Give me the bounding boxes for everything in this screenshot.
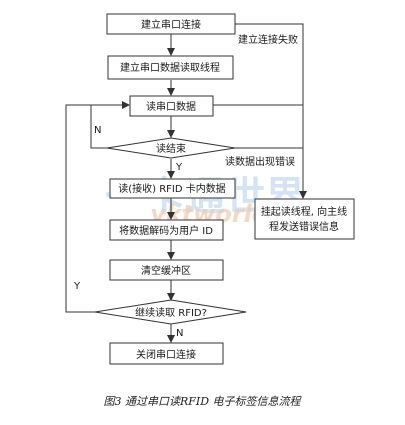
node-close-connection [109, 342, 224, 365]
label-n-2: N [176, 328, 183, 339]
edge-loop-continue [65, 104, 95, 313]
node-error-line1: 挂起读线程, 向主线 [261, 205, 347, 218]
node-read-end-decision [106, 137, 236, 159]
node-error-line2: 程发送错误信息 [269, 220, 339, 233]
node-clear-buffer [109, 259, 224, 281]
node-read-data-label: 读串口数据 [146, 100, 196, 113]
node-decode [109, 219, 224, 241]
edge-loop-not-finished [90, 101, 130, 149]
label-connect-failed: 建立连接失败 [238, 33, 298, 46]
edge-labels: 建立连接失败 读数据出现错误 N Y Y N [73, 33, 298, 339]
node-create-thread-label: 建立串口数据读取线程 [120, 61, 220, 74]
label-n-1: N [94, 125, 101, 136]
node-clear-buffer-label: 清空缓冲区 [141, 264, 191, 277]
node-continue-decision [94, 299, 247, 325]
edge-connect-failed [235, 23, 307, 199]
node-error-handler [254, 198, 355, 240]
node-read-card [109, 178, 236, 199]
figure-caption: 图3 通过串口读RFID 电子标签信息流程 [103, 395, 302, 408]
node-read-data [129, 95, 214, 117]
node-open-connection [106, 13, 236, 35]
node-continue-label: 继续读取 RFID? [135, 306, 207, 319]
flow-nodes: 建立串口连接 建立串口数据读取线程 读串口数据 读结束 读(接收) RFID 卡… [94, 13, 355, 365]
flow-edges [65, 23, 307, 343]
node-decode-label: 将数据解码为用户 ID [119, 224, 213, 237]
label-y-1: Y [175, 162, 183, 173]
node-create-thread [107, 55, 234, 80]
label-y-2: Y [73, 281, 81, 292]
node-read-card-label: 读(接收) RFID 卡内数据 [118, 182, 226, 195]
node-read-end-label: 读结束 [156, 142, 186, 155]
node-close-connection-label: 关闭串口连接 [136, 348, 196, 361]
node-open-connection-label: 建立串口连接 [141, 18, 201, 31]
label-read-error: 读数据出现错误 [225, 155, 295, 168]
